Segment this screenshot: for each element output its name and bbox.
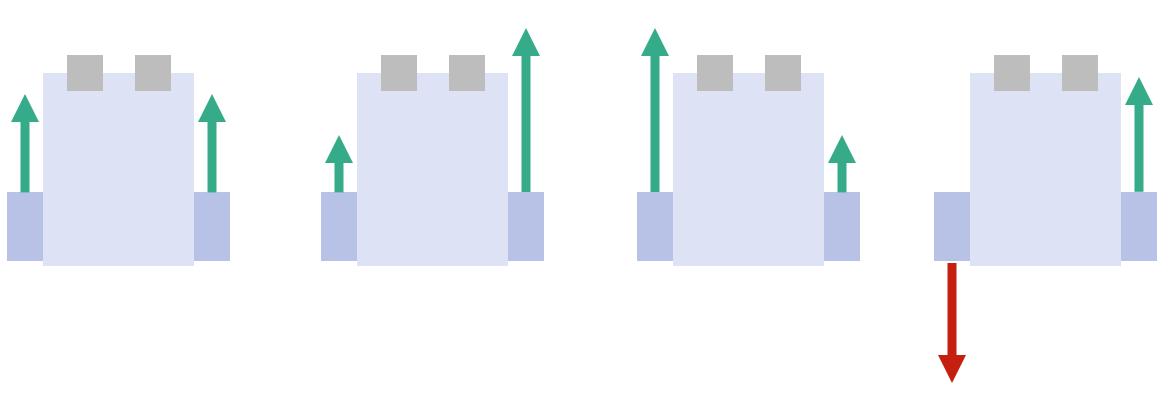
sensor-left [381, 55, 417, 91]
sensor-right [1062, 55, 1098, 91]
robot-3 [637, 0, 877, 409]
left-wheel-forward-arrow-head [11, 93, 39, 122]
robot-4 [934, 0, 1169, 409]
left-wheel-forward-arrow-shaft [650, 54, 660, 192]
right-wheel-forward-arrow-shaft [207, 119, 217, 192]
sensor-left [67, 55, 103, 91]
wheel-right [194, 192, 230, 261]
left-wheel-forward-arrow [11, 93, 39, 192]
sensor-left [994, 55, 1030, 91]
right-wheel-forward-arrow [198, 93, 226, 192]
right-wheel-forward-arrow-shaft [521, 54, 531, 192]
left-wheel-reverse-arrow-head [938, 355, 966, 383]
robot-1 [7, 0, 247, 409]
sensor-right [765, 55, 801, 91]
wheel-left [637, 192, 673, 261]
robot-body [43, 73, 194, 266]
sensor-right [135, 55, 171, 91]
right-wheel-forward-arrow-shaft [1134, 103, 1144, 192]
wheel-left [7, 192, 43, 261]
left-wheel-forward-arrow [641, 28, 669, 192]
right-wheel-forward-arrow-shaft [837, 160, 847, 192]
wheel-left [321, 192, 357, 261]
right-wheel-forward-arrow-head [828, 134, 856, 163]
left-wheel-reverse-arrow [938, 263, 966, 383]
left-wheel-forward-arrow-head [325, 134, 353, 163]
robot-2 [321, 0, 561, 409]
right-wheel-forward-arrow [512, 28, 540, 192]
robot-body [673, 73, 824, 266]
wheel-right [508, 192, 544, 261]
right-wheel-forward-arrow-head [198, 93, 226, 122]
right-wheel-forward-arrow [828, 134, 856, 192]
left-wheel-forward-arrow [325, 134, 353, 192]
wheel-left [934, 192, 970, 261]
left-wheel-forward-arrow-shaft [334, 160, 344, 192]
right-wheel-forward-arrow-head [512, 28, 540, 56]
sensor-right [449, 55, 485, 91]
wheel-right [1121, 192, 1157, 261]
robot-body [357, 73, 508, 266]
right-wheel-forward-arrow-head [1125, 77, 1153, 106]
left-wheel-forward-arrow-head [641, 28, 669, 56]
robot-body [970, 73, 1121, 266]
wheel-right [824, 192, 860, 261]
left-wheel-forward-arrow-shaft [20, 119, 30, 192]
right-wheel-forward-arrow [1125, 77, 1153, 192]
left-wheel-reverse-arrow-shaft [947, 263, 957, 357]
sensor-left [697, 55, 733, 91]
